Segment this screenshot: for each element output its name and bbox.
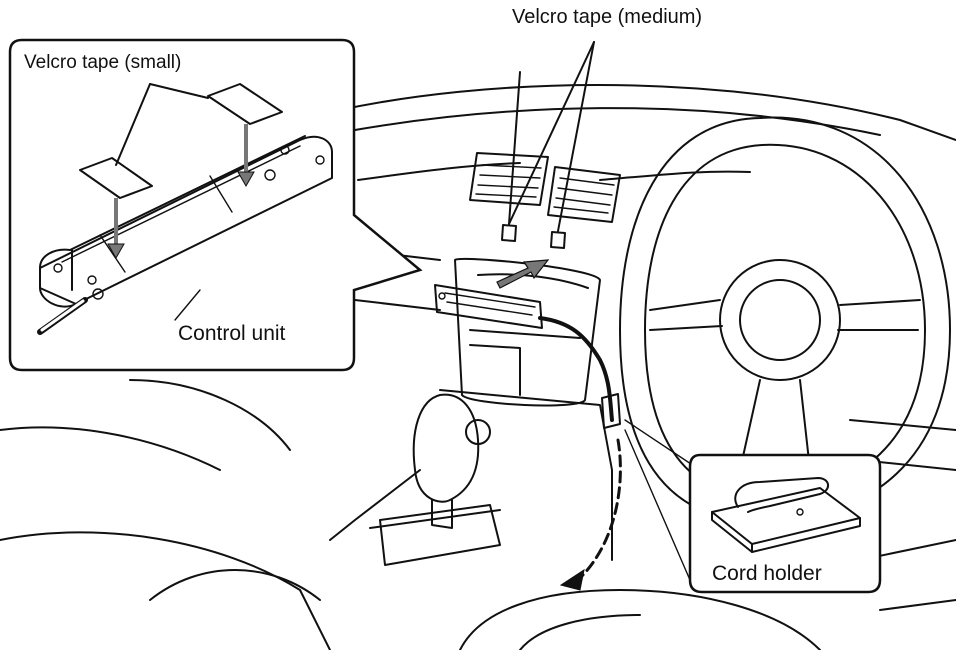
control-unit-callout [8,38,423,372]
cord-holder-label: Cord holder [712,562,822,585]
velcro-medium-leaders [508,41,595,232]
cord [538,316,622,591]
install-arrow [496,259,550,289]
gear-shift [369,393,501,566]
velcro-tape-medium-label: Velcro tape (medium) [512,6,703,28]
control-unit-label: Control unit [178,322,286,345]
velcro-small-pad-2 [207,83,283,125]
air-vent-left [469,152,549,206]
velcro-tape-medium-pads [501,224,566,249]
car-stereo [434,284,543,329]
cord-holder-leader-2 [624,429,691,581]
velcro-small-pad-1 [79,157,153,199]
cord-holder-leader [624,419,701,471]
cord-holder-callout [688,453,882,594]
air-vent-right [547,166,621,223]
velcro-tape-small-label: Velcro tape (small) [24,52,182,73]
seats [0,379,956,651]
center-console [329,257,613,561]
cord-holder-small [601,393,621,429]
